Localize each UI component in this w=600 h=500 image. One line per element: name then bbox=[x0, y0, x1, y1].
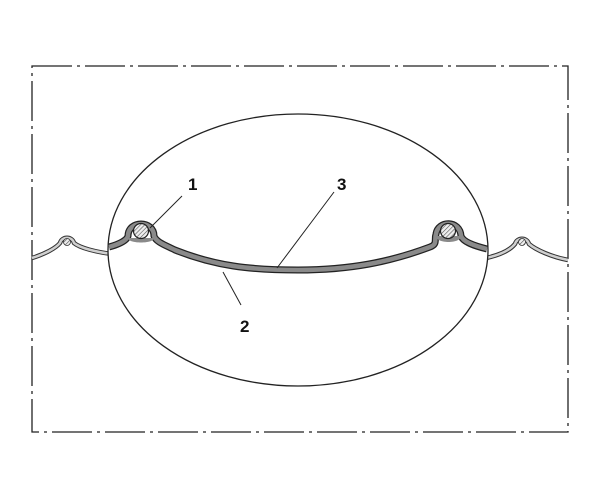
wire-icon bbox=[518, 238, 526, 246]
label-3: 3 bbox=[337, 175, 346, 194]
label-2: 2 bbox=[240, 317, 249, 336]
leader-line-2 bbox=[222, 271, 242, 306]
leader-line-3 bbox=[276, 191, 335, 269]
magnification-ellipse bbox=[107, 113, 489, 387]
label-1: 1 bbox=[188, 175, 197, 194]
wire-icon bbox=[63, 238, 71, 246]
outer-strip-right bbox=[485, 236, 569, 263]
helix-wire-left-icon bbox=[132, 222, 150, 240]
outer-strip-left bbox=[31, 235, 113, 261]
dash-dot-frame bbox=[31, 65, 569, 433]
leader-line-1 bbox=[149, 195, 183, 229]
helix-wire-right-icon bbox=[439, 222, 457, 240]
